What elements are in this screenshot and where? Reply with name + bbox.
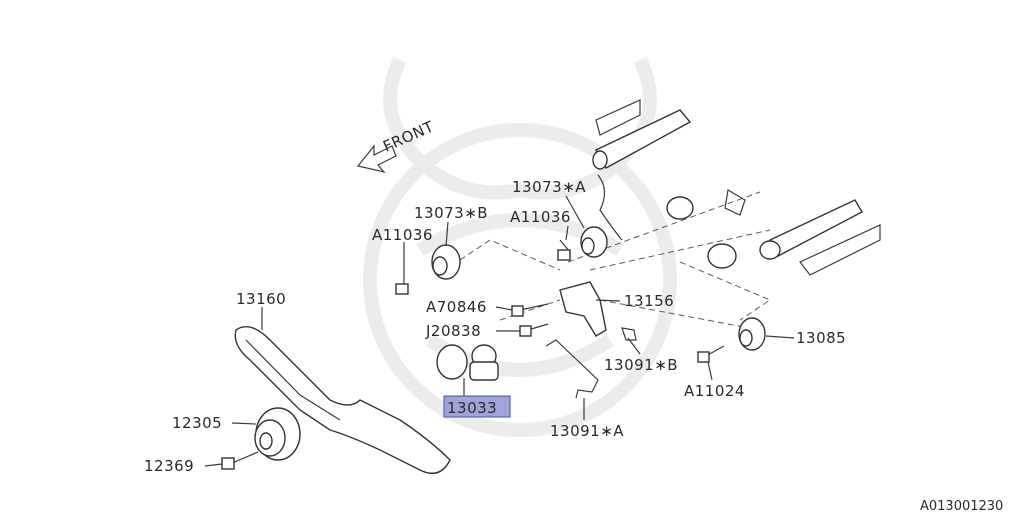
- label-13091a[interactable]: 13091∗A: [550, 422, 624, 440]
- label-a11036-mid[interactable]: A11036: [510, 208, 571, 226]
- reference-code: A013001230: [920, 499, 1003, 512]
- bolt-a11024[interactable]: [697, 345, 725, 363]
- label-leaders: [204, 195, 795, 467]
- watermark-emblem: [363, 56, 677, 437]
- tensioner-13033[interactable]: [436, 344, 499, 381]
- idler-pulley-13073a[interactable]: [580, 226, 608, 258]
- label-13160[interactable]: 13160: [236, 290, 286, 308]
- timing-belt-13160[interactable]: [234, 326, 451, 474]
- label-13073b[interactable]: 13073∗B: [414, 204, 488, 222]
- part-13033-highlight[interactable]: [443, 395, 511, 418]
- label-13085[interactable]: 13085: [796, 329, 846, 347]
- label-a70846[interactable]: A70846: [426, 298, 487, 316]
- bolt-a70846[interactable]: [511, 303, 549, 317]
- idler-13085[interactable]: [738, 317, 766, 351]
- bracket-13091a[interactable]: [545, 339, 599, 399]
- label-13091b[interactable]: 13091∗B: [604, 356, 678, 374]
- label-j20838[interactable]: J20838: [425, 322, 481, 340]
- bolt-j20838[interactable]: [519, 323, 549, 337]
- bolt-a11036-mid[interactable]: [557, 239, 571, 261]
- bolt-12369[interactable]: [221, 451, 259, 470]
- crank-pulley-12305[interactable]: [254, 407, 301, 461]
- camshaft-upper: [592, 99, 692, 241]
- label-a11036-left[interactable]: A11036: [372, 226, 433, 244]
- label-13156[interactable]: 13156: [624, 292, 674, 310]
- label-13073a[interactable]: 13073∗A: [512, 178, 586, 196]
- bracket-13156[interactable]: [559, 281, 607, 337]
- label-a11024[interactable]: A11024: [684, 382, 745, 400]
- upper-idler-group: [666, 189, 746, 269]
- label-12305[interactable]: 12305: [172, 414, 222, 432]
- camshaft-lower: [759, 199, 881, 276]
- bolt-a11036-left[interactable]: [395, 246, 409, 295]
- clip-13091b[interactable]: [621, 327, 637, 341]
- dashed-leaders: [459, 191, 772, 331]
- idler-pulley-13073b[interactable]: [431, 244, 461, 280]
- label-13033[interactable]: 13033: [447, 399, 497, 417]
- front-arrow-icon: [356, 144, 397, 173]
- label-12369[interactable]: 12369: [144, 457, 194, 475]
